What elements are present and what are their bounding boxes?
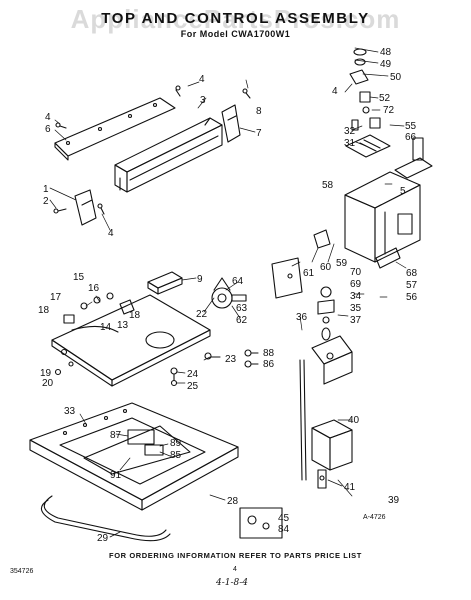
callout-18: 18 bbox=[129, 310, 141, 321]
callout-16: 16 bbox=[88, 283, 100, 294]
callout-35: 35 bbox=[350, 303, 362, 314]
callout-63: 63 bbox=[236, 303, 248, 314]
callout-15: 15 bbox=[73, 272, 85, 283]
callout-4: 4 bbox=[108, 228, 114, 239]
callout-48: 48 bbox=[380, 47, 392, 58]
part-45-84-inset bbox=[239, 507, 283, 539]
part-1-end-cap bbox=[74, 189, 97, 226]
leader-lines bbox=[49, 47, 407, 538]
part-60-bracket bbox=[271, 257, 303, 299]
handwritten-note: 4-1-8-4 bbox=[216, 578, 249, 588]
callout-29: 29 bbox=[97, 533, 109, 544]
callout-13: 13 bbox=[117, 320, 129, 331]
callout-66: 66 bbox=[405, 132, 417, 143]
callout-3: 3 bbox=[200, 95, 206, 106]
callout-20: 20 bbox=[42, 378, 54, 389]
callout-39: 39 bbox=[388, 495, 400, 506]
control-panel-top bbox=[51, 292, 211, 387]
part-28-washer-top bbox=[29, 402, 239, 511]
callout-labels: 1 2 3 4 4 4 4 5 6 7 8 9 13 14 15 16 17 1… bbox=[38, 47, 418, 544]
callout-69: 69 bbox=[350, 279, 362, 290]
part-36-rod bbox=[299, 359, 307, 481]
callout-4: 4 bbox=[45, 112, 51, 123]
callout-18: 18 bbox=[38, 305, 50, 316]
part-61-clip bbox=[313, 229, 331, 249]
callout-61: 61 bbox=[303, 268, 315, 279]
model-subtitle: For Model CWA1700W1 bbox=[180, 29, 291, 39]
callout-4: 4 bbox=[332, 86, 338, 97]
callout-32: 32 bbox=[344, 126, 356, 137]
part-40-switch-unit bbox=[311, 419, 353, 489]
callout-64: 64 bbox=[232, 276, 244, 287]
callout-31: 31 bbox=[344, 138, 356, 149]
callout-57: 57 bbox=[406, 280, 418, 291]
callout-14: 14 bbox=[100, 322, 112, 333]
callout-37: 37 bbox=[350, 315, 362, 326]
callout-41: 41 bbox=[344, 482, 356, 493]
callout-40: 40 bbox=[348, 415, 360, 426]
callout-17: 17 bbox=[50, 292, 62, 303]
callout-33: 33 bbox=[64, 406, 76, 417]
callout-85: 85 bbox=[170, 450, 182, 461]
callout-55: 55 bbox=[405, 121, 417, 132]
diagram-title: TOP AND CONTROL ASSEMBLY bbox=[101, 10, 370, 27]
callout-50: 50 bbox=[390, 72, 402, 83]
part-3-console-channel bbox=[114, 117, 223, 193]
part-5-console-panel bbox=[54, 97, 176, 161]
callout-19: 19 bbox=[40, 368, 52, 379]
callout-72: 72 bbox=[383, 105, 395, 116]
callout-23: 23 bbox=[225, 354, 237, 365]
callout-59: 59 bbox=[336, 258, 348, 269]
part-37-bracket bbox=[311, 335, 353, 385]
callout-2: 2 bbox=[43, 196, 49, 207]
callout-45: 45 bbox=[278, 513, 290, 524]
part-29-gasket bbox=[40, 495, 171, 542]
callout-1: 1 bbox=[43, 184, 49, 195]
callout-52: 52 bbox=[379, 93, 391, 104]
callout-5: 5 bbox=[400, 186, 406, 197]
lower-screws bbox=[170, 349, 259, 387]
callout-25: 25 bbox=[187, 381, 199, 392]
page-number: 4 bbox=[233, 566, 237, 573]
top-right-hardware bbox=[349, 48, 381, 131]
callout-8: 8 bbox=[256, 106, 262, 117]
callout-4: 4 bbox=[199, 74, 205, 85]
callout-34: 34 bbox=[350, 291, 362, 302]
callout-56: 56 bbox=[406, 292, 418, 303]
callout-88: 88 bbox=[263, 348, 275, 359]
callout-91: 91 bbox=[110, 470, 122, 481]
callout-7: 7 bbox=[256, 128, 262, 139]
catalog-code: 354726 bbox=[10, 568, 34, 575]
callout-86: 86 bbox=[263, 359, 275, 370]
part-58-control-box bbox=[344, 171, 421, 263]
callout-24: 24 bbox=[187, 369, 199, 380]
callout-68: 68 bbox=[406, 268, 418, 279]
watermark: AppliancePartsPros.com bbox=[70, 4, 401, 34]
ordering-note: FOR ORDERING INFORMATION REFER TO PARTS … bbox=[109, 551, 362, 560]
part-64-dial-assembly bbox=[211, 277, 247, 309]
callout-87: 87 bbox=[110, 430, 122, 441]
callout-58: 58 bbox=[322, 180, 334, 191]
screws bbox=[53, 85, 251, 215]
callout-22: 22 bbox=[196, 309, 208, 320]
part-9-knob bbox=[147, 271, 183, 295]
callout-6: 6 bbox=[45, 124, 51, 135]
callout-49: 49 bbox=[380, 59, 392, 70]
callout-36: 36 bbox=[296, 312, 308, 323]
mid-right-hardware bbox=[317, 286, 335, 341]
reference-code: A-4726 bbox=[363, 514, 386, 521]
part-7-end-cap bbox=[221, 104, 241, 143]
callout-9: 9 bbox=[197, 274, 203, 285]
callout-62: 62 bbox=[236, 315, 248, 326]
callout-84: 84 bbox=[278, 524, 290, 535]
part-66-bracket bbox=[375, 137, 433, 269]
callout-70: 70 bbox=[350, 267, 362, 278]
callout-89: 89 bbox=[170, 438, 182, 449]
callout-28: 28 bbox=[227, 496, 239, 507]
callout-60: 60 bbox=[320, 262, 332, 273]
